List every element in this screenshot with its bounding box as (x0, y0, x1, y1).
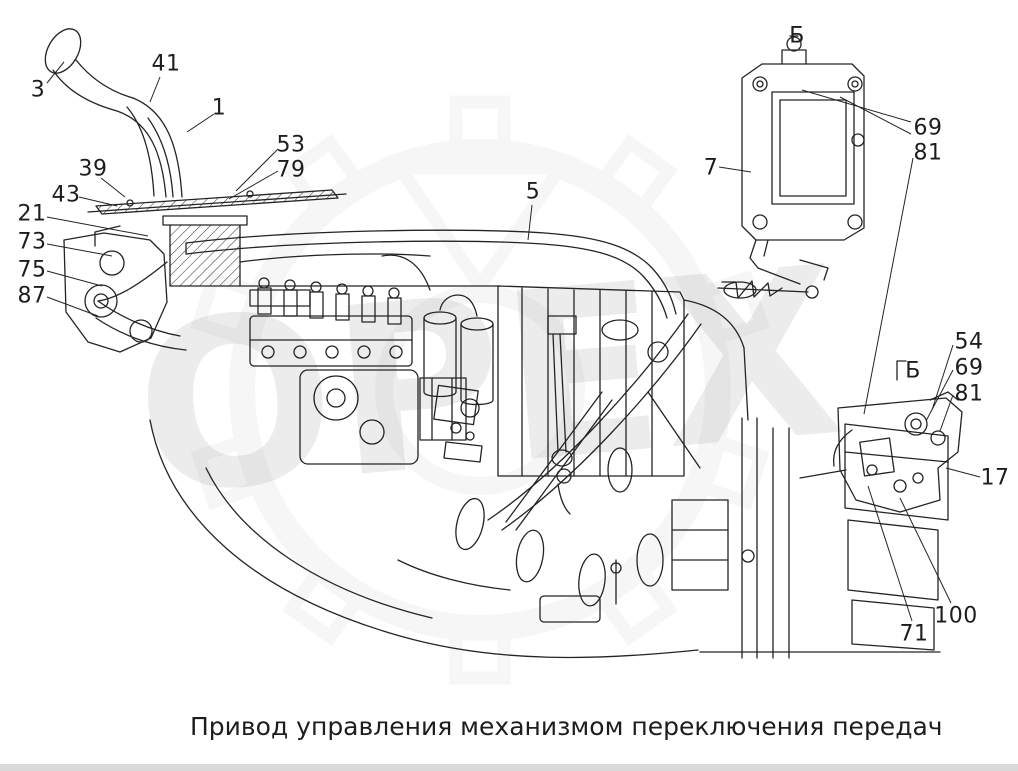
bottom-strip (0, 764, 1018, 771)
watermark-gear-icon (190, 95, 770, 685)
watermark-text: ОРЕХ (126, 217, 851, 547)
caption: Привод управления механизмом переключени… (190, 712, 943, 741)
engine-line-art (44, 28, 963, 659)
leader-lines (46, 61, 981, 622)
